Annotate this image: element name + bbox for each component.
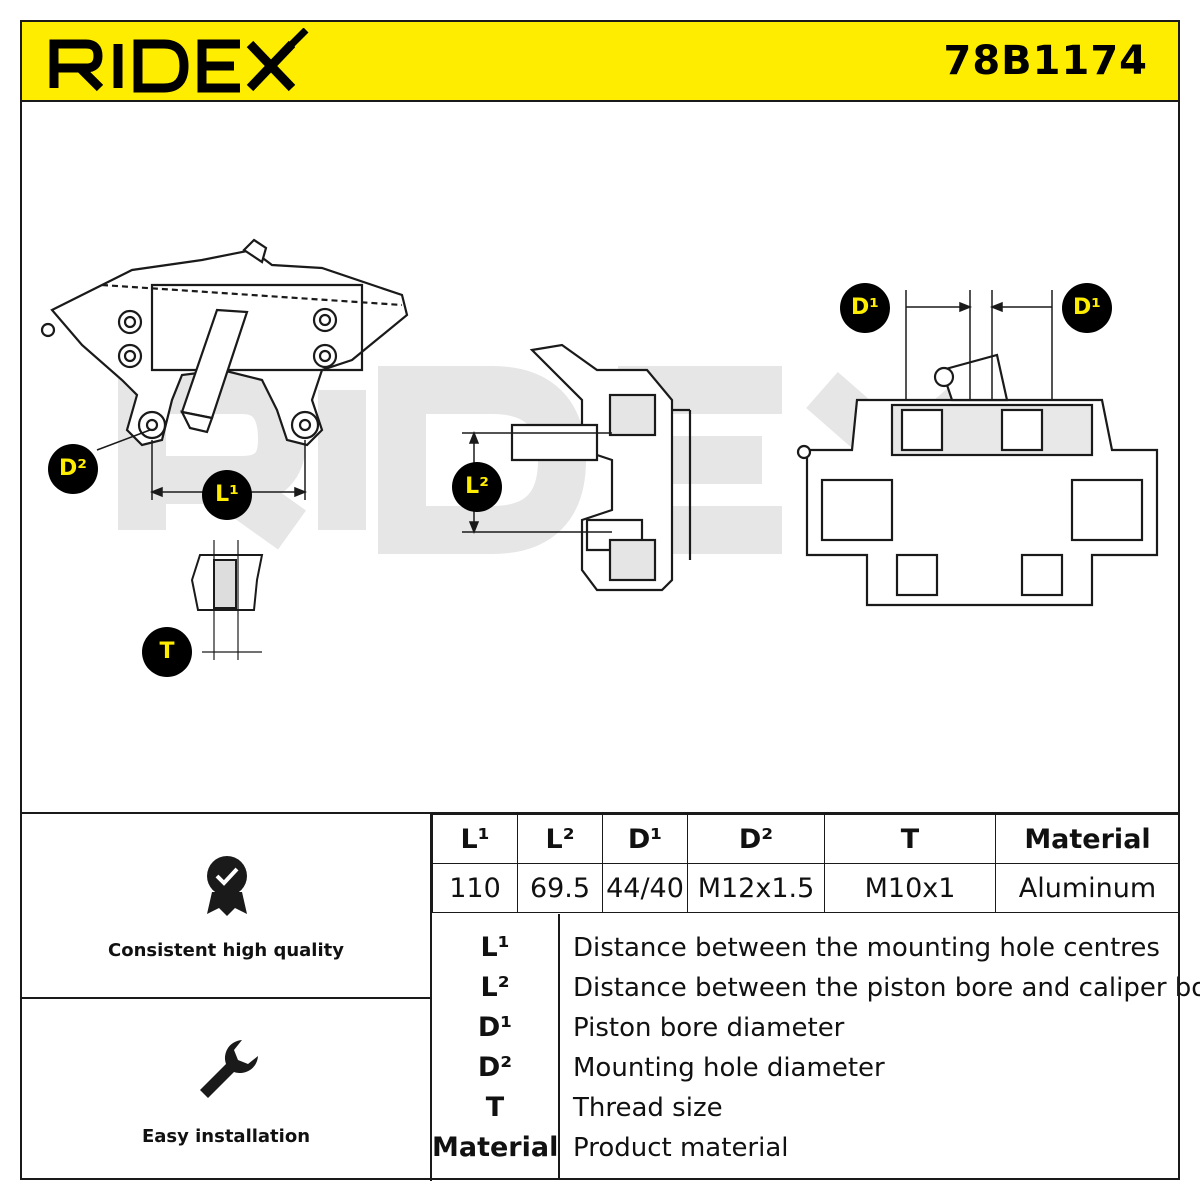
spec-value: 69.5	[517, 863, 603, 913]
spec-value: 44/40	[602, 863, 688, 913]
spec-header: D²	[687, 814, 825, 864]
quality-badge-icon	[207, 856, 247, 916]
legend-row: T Thread size	[432, 1088, 1180, 1128]
spec-header: L²	[517, 814, 603, 864]
wrench-icon	[200, 1040, 258, 1098]
callout-d1-right: D¹	[1062, 283, 1112, 333]
callout-d1-left: D¹	[840, 283, 890, 333]
spec-value: Aluminum	[995, 863, 1180, 913]
legend-row: D² Mounting hole diameter	[432, 1048, 1180, 1088]
specs-table: L¹ L² D¹ D² T Material 110 69.5 44/40 M1…	[432, 814, 1180, 913]
callout-d2: D²	[48, 444, 98, 494]
spec-value: 110	[432, 863, 518, 913]
legend-desc: Distance between the piston bore and cal…	[573, 973, 1200, 1003]
part-number: 78B1174	[943, 38, 1148, 84]
callout-t: T	[142, 627, 192, 677]
legend-divider	[558, 914, 560, 1180]
legend-row: L² Distance between the piston bore and …	[432, 968, 1200, 1008]
callout-l1: L¹	[202, 470, 252, 520]
legend-desc: Piston bore diameter	[573, 1013, 845, 1043]
spec-header: L¹	[432, 814, 518, 864]
callout-l2: L²	[452, 462, 502, 512]
dimension-l2	[462, 430, 612, 535]
legend-desc: Mounting hole diameter	[573, 1053, 885, 1083]
technical-drawing: D² L¹ T L² D¹ D¹	[22, 100, 1178, 812]
spec-header: T	[824, 814, 996, 864]
legend-row: L¹ Distance between the mounting hole ce…	[432, 928, 1180, 968]
legend-desc: Product material	[573, 1133, 789, 1163]
legend-row: D¹ Piston bore diameter	[432, 1008, 1180, 1048]
legend-key: D¹	[477, 1012, 513, 1043]
legend-row: Material Product material	[432, 1128, 1180, 1168]
header-bar: 78B1174	[22, 22, 1178, 102]
legend-desc: Thread size	[573, 1093, 723, 1123]
outer-frame	[20, 20, 1180, 1180]
legend-key: L²	[480, 972, 510, 1003]
feature-quality: Consistent high quality	[22, 814, 432, 999]
ridex-logo	[49, 28, 309, 93]
spec-value: M10x1	[824, 863, 996, 913]
legend: L¹ Distance between the mounting hole ce…	[432, 914, 1200, 1180]
feature-installation: Easy installation	[22, 998, 432, 1181]
caliper-section-view	[510, 343, 692, 592]
bottom-panel: Consistent high quality Easy installatio…	[22, 812, 1200, 1181]
specs-value-row: 110 69.5 44/40 M12x1.5 M10x1 Aluminum	[432, 863, 1180, 913]
legend-key: D²	[477, 1052, 513, 1083]
legend-key: T	[485, 1092, 505, 1123]
thread-section	[190, 540, 264, 660]
feature-label: Consistent high quality	[108, 940, 344, 961]
caliper-side-view	[40, 238, 409, 447]
spec-header: Material	[995, 814, 1180, 864]
dimension-d1	[905, 290, 1053, 400]
legend-desc: Distance between the mounting hole centr…	[573, 933, 1160, 963]
caliper-front-view	[796, 353, 1159, 607]
caliper-drawing	[40, 238, 1159, 660]
specs-header-row: L¹ L² D¹ D² T Material	[432, 814, 1180, 864]
legend-key: Material	[432, 1132, 559, 1163]
feature-label: Easy installation	[141, 1126, 311, 1147]
legend-key: L¹	[480, 932, 510, 963]
